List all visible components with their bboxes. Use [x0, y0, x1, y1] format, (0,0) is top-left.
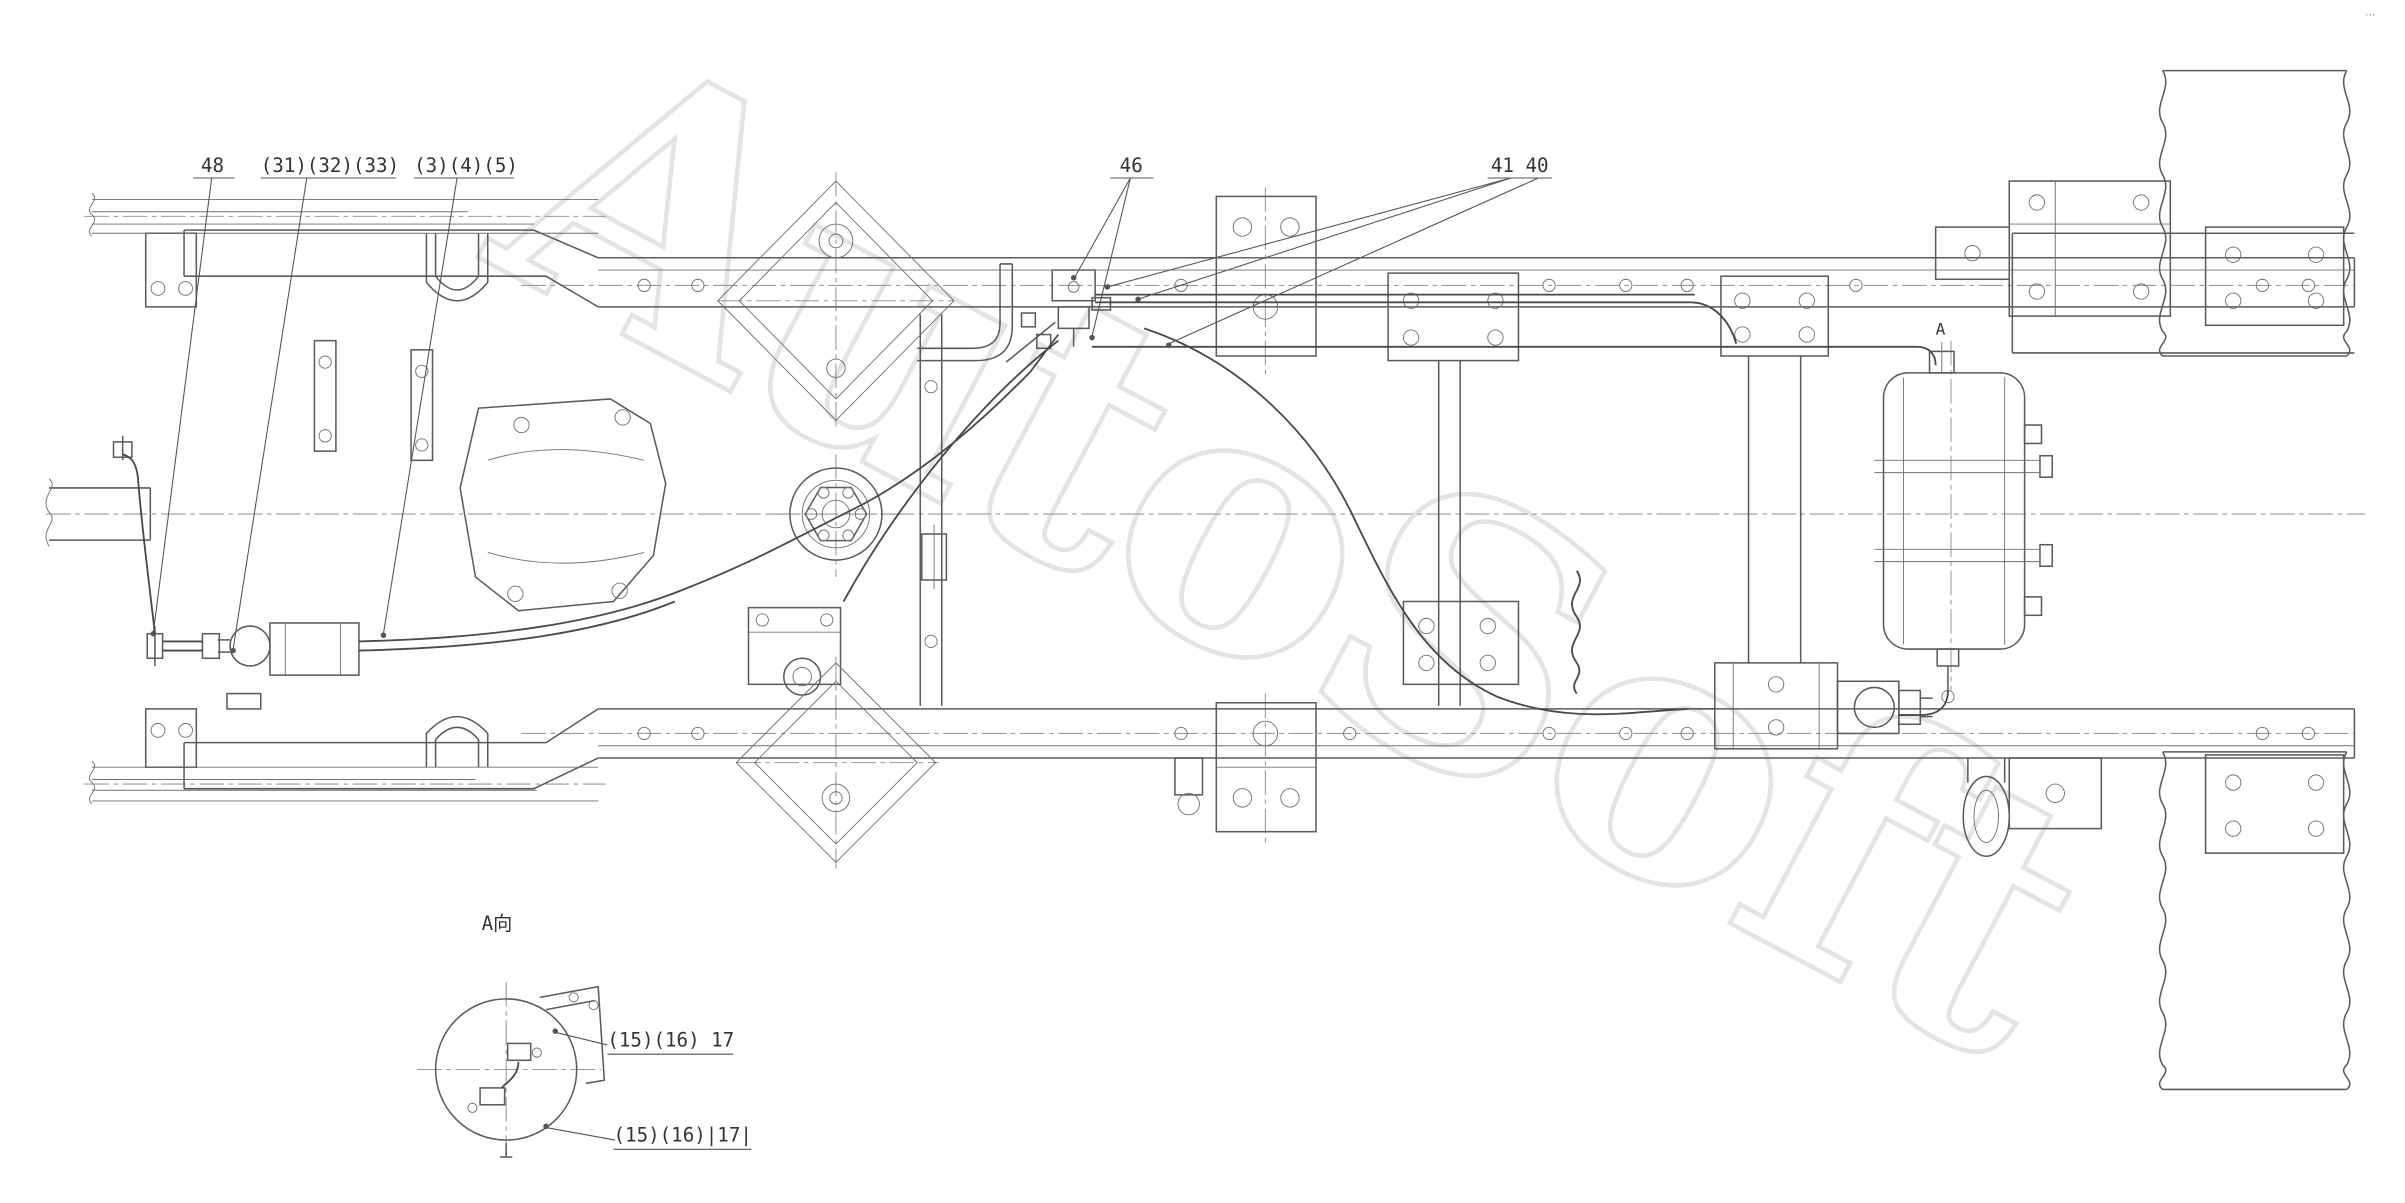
leaf-springs: [92, 199, 599, 802]
leader-dots: [150, 274, 1172, 1130]
callout-48: 48: [201, 154, 224, 177]
left-frame-stub: [49, 487, 152, 541]
frame-plates: [313, 339, 434, 462]
callout-15-16-17-upper: (15)(16) 17: [607, 1028, 734, 1051]
tire-break-bottom: [2158, 751, 2351, 1091]
watermark-text: AutoSoft: [435, 0, 2157, 1142]
callout-3-4-5: (3)(4)(5): [414, 154, 518, 177]
pipe-to-mid-valve: [842, 339, 1059, 602]
callout-41-40: 41 40: [1491, 154, 1549, 177]
pipe-tank-drain: [1898, 690, 1949, 716]
callout-layer: 48 (31)(32)(33) (3)(4)(5) 46 41 40 A A向 …: [201, 8, 2375, 1146]
pipe-rear-run: [1143, 327, 1688, 716]
pipe-detail-view: [500, 1061, 520, 1089]
detail-view-a: [434, 985, 606, 1158]
mid-valve: [747, 606, 842, 696]
watermark-layer: AutoSoft: [432, 0, 2159, 1144]
left-brake-booster: [112, 435, 360, 710]
callout-15-16-17-lower: (15)(16)|17|: [614, 1124, 752, 1147]
view-label-a: A向: [482, 912, 513, 935]
pipe-coil-hose: [1571, 570, 1581, 695]
pipe-48-hose: [122, 453, 203, 652]
center-hub: [789, 467, 883, 561]
pipe-tank-run: [1092, 345, 1937, 366]
frame-horns: [183, 229, 599, 790]
air-tank: [1882, 350, 2053, 691]
callout-31-32-33: (31)(32)(33): [261, 154, 399, 177]
spring-hangers: [144, 232, 489, 768]
cross-diamonds: [717, 180, 955, 864]
crossmembers: [917, 263, 1802, 706]
tow-shackle: [1962, 758, 2011, 857]
piping-layer: [122, 293, 1949, 1089]
callout-46: 46: [1120, 154, 1143, 177]
detail-layer: [45, 180, 2355, 1113]
tire-break-top: [2158, 69, 2351, 357]
pipe-top-run: [1095, 293, 1738, 344]
right-brake-booster: [1687, 662, 1933, 750]
callout-point-a: A: [1936, 320, 1946, 339]
leader-layer: [152, 177, 1553, 1150]
corner-marks: ···: [2365, 8, 2375, 21]
axle-housing: [459, 398, 667, 612]
frame-layer: [49, 69, 2356, 1158]
rear-frame-extensions: [1934, 180, 2355, 854]
break-lines: [45, 192, 96, 805]
frame-rails: [598, 257, 2356, 759]
